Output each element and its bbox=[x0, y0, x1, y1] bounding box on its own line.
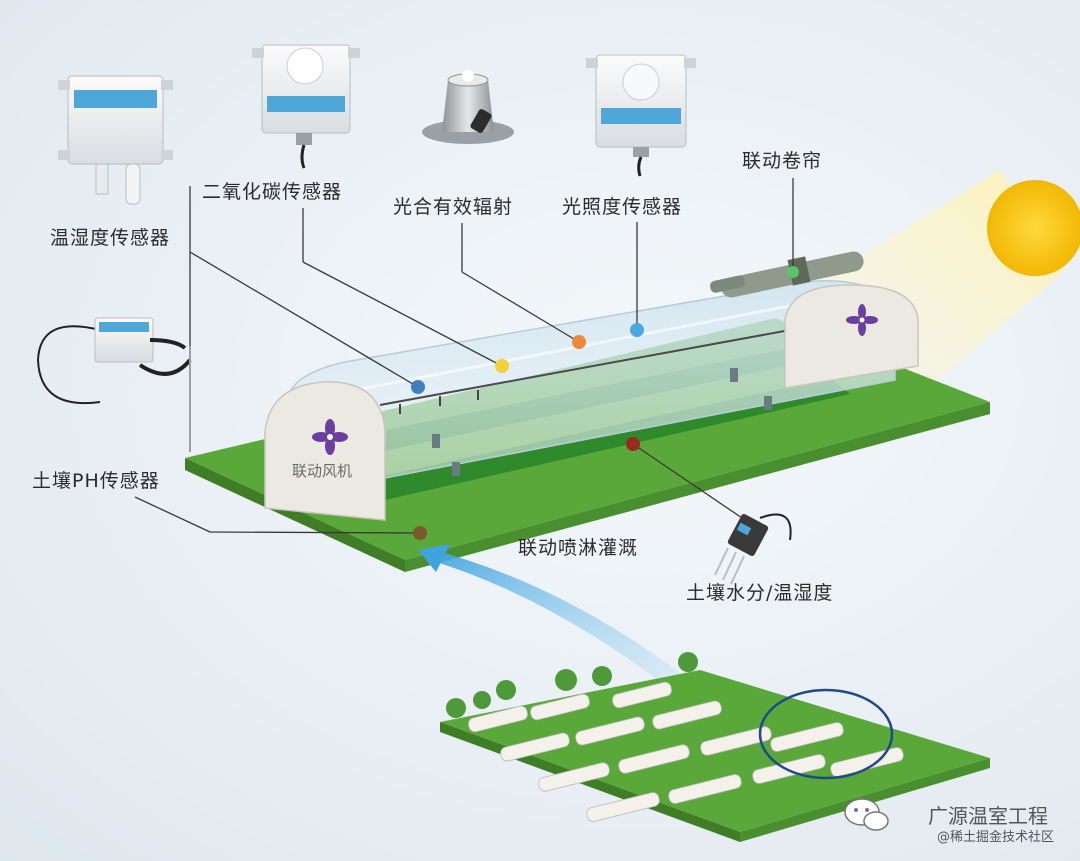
wechat-icon bbox=[844, 798, 889, 831]
watermark-subtitle: @稀土掘金技术社区 bbox=[936, 830, 1054, 845]
par-sensor bbox=[422, 70, 514, 144]
light-sensor bbox=[586, 54, 696, 177]
marker-par bbox=[572, 335, 586, 349]
leader-lines bbox=[134, 178, 794, 534]
label-co2: 二氧化碳传感器 bbox=[202, 181, 343, 203]
temp-humidity-sensor bbox=[58, 75, 173, 205]
co2-sensor bbox=[252, 44, 360, 169]
fan-icon bbox=[846, 304, 878, 336]
greenhouse-field bbox=[440, 652, 990, 842]
fan-icon bbox=[312, 419, 348, 455]
label-temp-humidity: 温湿度传感器 bbox=[50, 227, 171, 249]
label-par: 光合有效辐射 bbox=[393, 196, 514, 218]
marker-co2 bbox=[495, 359, 509, 373]
label-sprinkler: 联动喷淋灌溉 bbox=[518, 537, 639, 559]
label-light: 光照度传感器 bbox=[562, 196, 683, 218]
sun-icon bbox=[987, 180, 1080, 276]
label-soil-moisture: 土壤水分/温湿度 bbox=[686, 582, 834, 604]
greenhouse-tunnel bbox=[264, 280, 919, 521]
marker-soil-ph bbox=[413, 526, 427, 540]
marker-light bbox=[630, 323, 644, 337]
label-curtain: 联动卷帘 bbox=[742, 150, 823, 172]
label-soil-ph: 土壤PH传感器 bbox=[32, 470, 160, 492]
soil-ph-sensor bbox=[36, 317, 192, 452]
arrow-head bbox=[418, 544, 450, 572]
soil-probes bbox=[432, 368, 772, 476]
watermark-title: 广源温室工程 bbox=[928, 804, 1048, 828]
highlight-ellipse bbox=[758, 688, 894, 780]
marker-temp-humidity bbox=[411, 380, 425, 394]
marker-curtain bbox=[787, 266, 799, 278]
marker-soil-moisture bbox=[626, 437, 640, 451]
label-fan: 联动风机 bbox=[292, 462, 353, 480]
soil-moisture-sensor bbox=[714, 513, 792, 585]
